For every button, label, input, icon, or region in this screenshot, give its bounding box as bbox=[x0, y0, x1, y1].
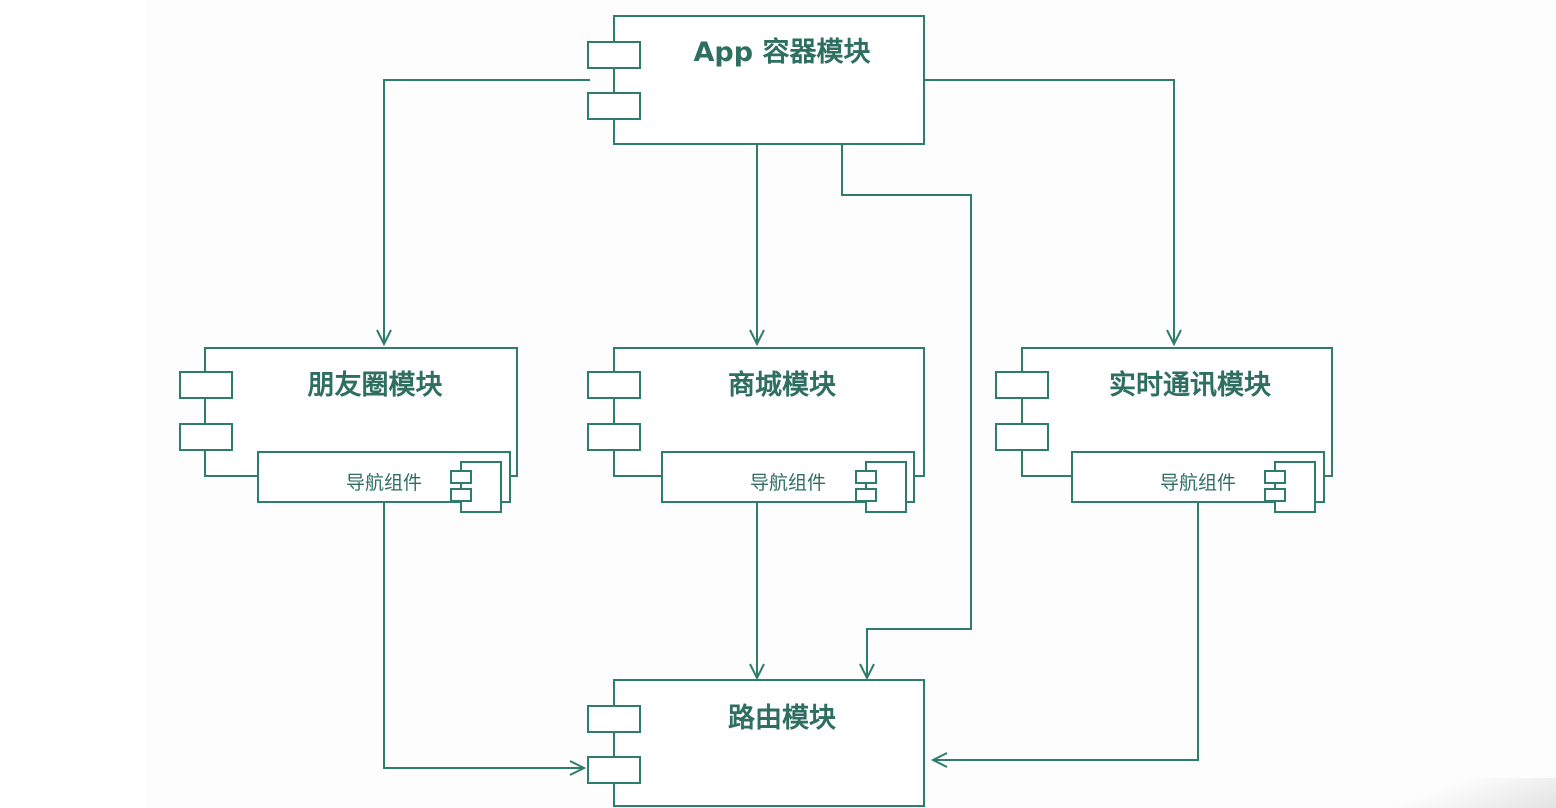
mall-title: 商城模块 bbox=[728, 370, 837, 401]
module-mall: 商城模块 导航组件 bbox=[587, 347, 925, 513]
module-app-container: App 容器模块 bbox=[587, 15, 925, 145]
port-bottom bbox=[587, 423, 641, 451]
edge-app-to-router bbox=[841, 144, 972, 678]
router-title: 路由模块 bbox=[728, 702, 837, 734]
moments-title: 朋友圈模块 bbox=[308, 370, 444, 401]
arrowhead-mall bbox=[749, 329, 765, 347]
port-bottom bbox=[587, 756, 641, 784]
arrowhead-router-left bbox=[569, 760, 587, 776]
nav-component-im: 导航组件 bbox=[1071, 451, 1325, 513]
port-top bbox=[587, 41, 641, 69]
nav-component-mall: 导航组件 bbox=[661, 451, 915, 513]
arrowhead-moments bbox=[376, 329, 392, 347]
port-top bbox=[587, 371, 641, 399]
im-title: 实时通讯模块 bbox=[1109, 369, 1272, 401]
port-top bbox=[179, 371, 233, 399]
module-im: 实时通讯模块 导航组件 bbox=[995, 347, 1333, 513]
port-bottom bbox=[995, 423, 1049, 451]
arrowhead-router-top bbox=[749, 663, 765, 681]
arrowhead-router-top-right bbox=[859, 663, 875, 681]
edge-app-to-moments bbox=[383, 79, 590, 344]
nav-component-moments: 导航组件 bbox=[257, 451, 511, 513]
port-bottom bbox=[587, 92, 641, 120]
edge-moments-to-router bbox=[383, 502, 584, 769]
nav-label: 导航组件 bbox=[346, 472, 422, 494]
edge-im-to-router bbox=[933, 502, 1199, 761]
edge-app-to-im bbox=[924, 79, 1175, 344]
corner-shadow bbox=[1356, 778, 1556, 808]
port-bottom bbox=[179, 423, 233, 451]
nav-label: 导航组件 bbox=[1160, 472, 1236, 494]
arrowhead-router-right bbox=[930, 752, 948, 768]
left-margin bbox=[0, 0, 145, 808]
arrowhead-im bbox=[1166, 329, 1182, 347]
module-moments: 朋友圈模块 导航组件 bbox=[179, 347, 518, 513]
app-container-title: App 容器模块 bbox=[694, 36, 872, 68]
module-router: 路由模块 bbox=[587, 679, 925, 807]
port-top bbox=[995, 371, 1049, 399]
nav-label: 导航组件 bbox=[750, 472, 826, 494]
port-top bbox=[587, 705, 641, 733]
